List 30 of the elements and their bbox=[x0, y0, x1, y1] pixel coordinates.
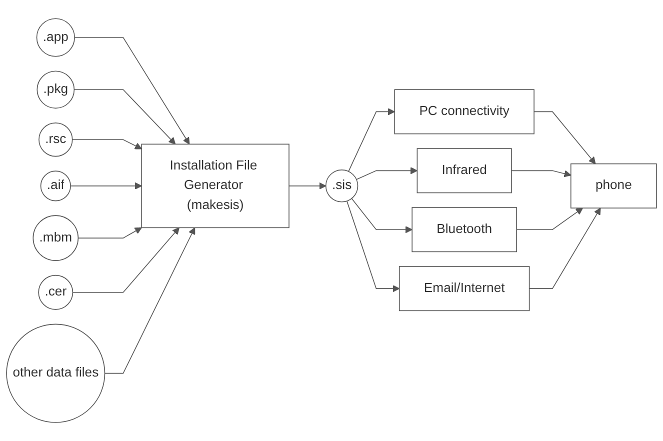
node-circle: .sis bbox=[325, 170, 358, 202]
arrow bbox=[104, 227, 196, 374]
arrow bbox=[78, 227, 142, 238]
node-circle: .pkg bbox=[36, 70, 75, 109]
node-box: Bluetooth bbox=[412, 207, 517, 252]
arrow bbox=[288, 182, 326, 190]
node-circle: .cer bbox=[38, 274, 74, 310]
arrow bbox=[351, 198, 412, 234]
arrow bbox=[346, 200, 400, 292]
arrow bbox=[74, 37, 190, 144]
node-box: PC connectivity bbox=[394, 89, 534, 134]
arrow bbox=[528, 208, 601, 289]
arrow bbox=[348, 108, 395, 172]
node-circle: .mbm bbox=[32, 215, 79, 261]
node-box: Infrared bbox=[416, 148, 512, 194]
arrow bbox=[516, 208, 584, 230]
arrow bbox=[74, 89, 176, 144]
arrow bbox=[356, 167, 418, 180]
node-circle: .aif bbox=[40, 170, 71, 202]
node-box: Installation File Generator (makesis) bbox=[141, 144, 290, 228]
node-box: phone bbox=[570, 163, 657, 208]
arrow bbox=[70, 182, 142, 190]
node-circle: .rsc bbox=[38, 122, 73, 157]
node-box: Email/Internet bbox=[398, 266, 530, 312]
arrow bbox=[511, 170, 572, 178]
arrow bbox=[72, 227, 180, 293]
node-circle: other data files bbox=[6, 324, 106, 423]
arrow bbox=[534, 111, 596, 164]
arrow bbox=[72, 139, 142, 150]
node-circle: .app bbox=[36, 18, 75, 57]
